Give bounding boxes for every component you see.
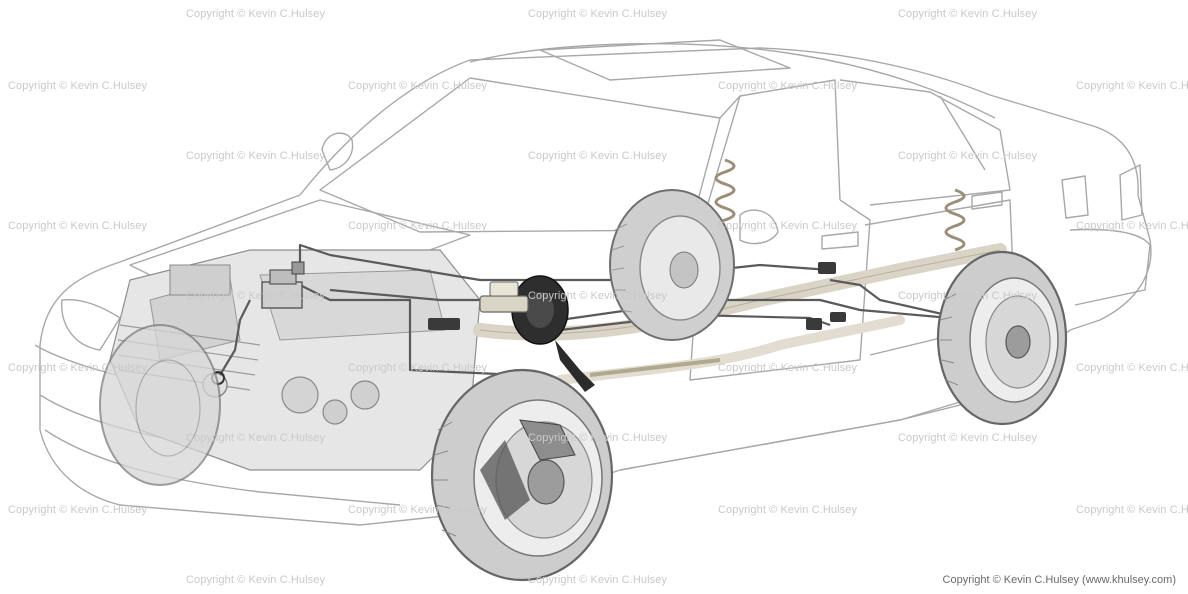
copyright-watermark: Copyright © Kevin C.Hulsey xyxy=(718,220,858,232)
front-right-wheel xyxy=(430,368,614,582)
front-left-wheel xyxy=(99,324,221,486)
copyright-watermark: Copyright © Kevin C.Hulsey xyxy=(1076,504,1188,516)
copyright-watermark: Copyright © Kevin C.Hulsey xyxy=(186,432,326,444)
copyright-watermark: Copyright © Kevin C.Hulsey xyxy=(348,80,488,92)
copyright-watermark: Copyright © Kevin C.Hulsey xyxy=(1076,80,1188,92)
copyright-watermark: Copyright © Kevin C.Hulsey xyxy=(186,290,326,302)
copyright-watermark: Copyright © Kevin C.Hulsey xyxy=(186,574,326,586)
copyright-watermark: Copyright © Kevin C.Hulsey xyxy=(1076,362,1188,374)
copyright-watermark: Copyright © Kevin C.Hulsey xyxy=(8,80,148,92)
copyright-watermark: Copyright © Kevin C.Hulsey xyxy=(528,574,668,586)
copyright-watermark: Copyright © Kevin C.Hulsey xyxy=(528,432,668,444)
copyright-watermark: Copyright © Kevin C.Hulsey xyxy=(186,8,326,20)
copyright-watermark: Copyright © Kevin C.Hulsey xyxy=(8,504,148,516)
rear-right-wheel xyxy=(936,250,1068,426)
copyright-watermark: Copyright © Kevin C.Hulsey xyxy=(528,8,668,20)
copyright-watermark: Copyright © Kevin C.Hulsey xyxy=(528,150,668,162)
abs-sensors xyxy=(211,262,846,385)
copyright-watermark: Copyright © Kevin C.Hulsey xyxy=(186,150,326,162)
steering-rack xyxy=(589,358,721,377)
master-cylinder xyxy=(479,281,529,313)
rear-coil-springs xyxy=(714,158,966,252)
copyright-watermark: Copyright © Kevin C.Hulsey xyxy=(898,150,1038,162)
copyright-watermark: Copyright © Kevin C.Hulsey xyxy=(1076,220,1188,232)
copyright-watermark: Copyright © Kevin C.Hulsey xyxy=(348,362,488,374)
copyright-watermark: Copyright © Kevin C.Hulsey xyxy=(718,504,858,516)
copyright-watermark: Copyright © Kevin C.Hulsey xyxy=(718,80,858,92)
copyright-watermark: Copyright © Kevin C.Hulsey xyxy=(8,220,148,232)
copyright-watermark: Copyright © Kevin C.Hulsey xyxy=(898,290,1038,302)
spare-tire xyxy=(609,189,735,341)
artist-credit: Copyright © Kevin C.Hulsey (www.khulsey.… xyxy=(942,574,1176,586)
copyright-watermark: Copyright © Kevin C.Hulsey xyxy=(718,362,858,374)
abs-modulator-unit xyxy=(261,261,305,309)
copyright-watermark: Copyright © Kevin C.Hulsey xyxy=(898,432,1038,444)
copyright-watermark: Copyright © Kevin C.Hulsey xyxy=(898,8,1038,20)
copyright-watermark: Copyright © Kevin C.Hulsey xyxy=(528,290,668,302)
copyright-watermark: Copyright © Kevin C.Hulsey xyxy=(348,504,488,516)
copyright-watermark: Copyright © Kevin C.Hulsey xyxy=(8,362,148,374)
copyright-watermark: Copyright © Kevin C.Hulsey xyxy=(348,220,488,232)
